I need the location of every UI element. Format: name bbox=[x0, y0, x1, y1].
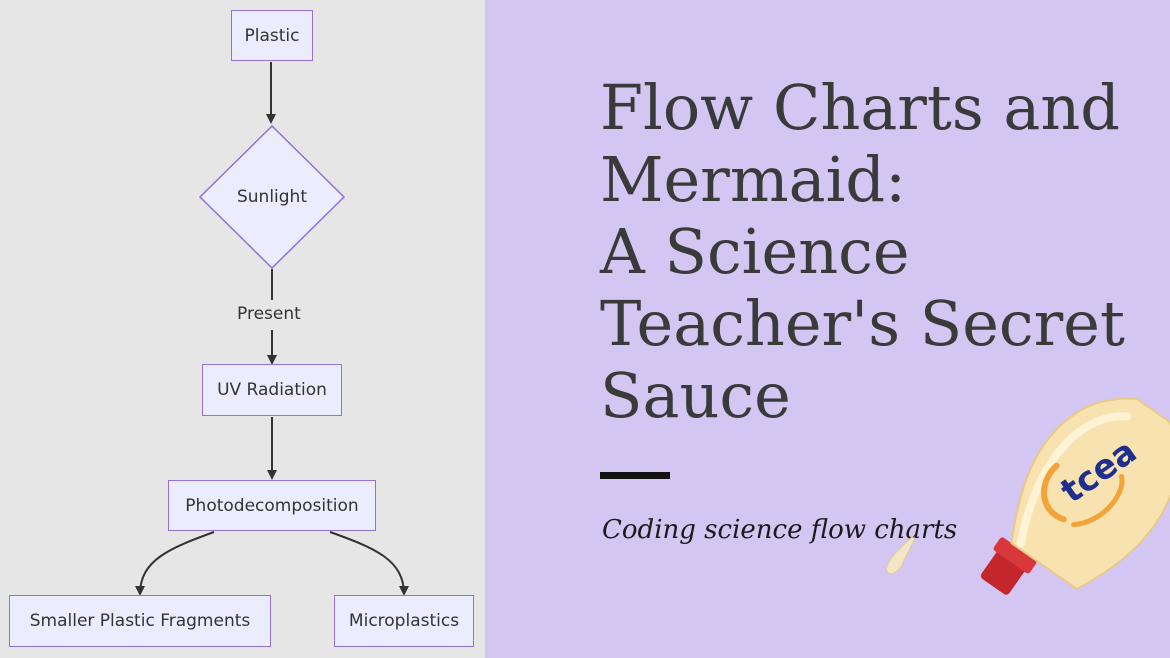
node-smaller-plastic-fragments: Smaller Plastic Fragments bbox=[9, 595, 271, 647]
sauce-bottle-logo: tcea bbox=[886, 397, 1170, 595]
node-microplastics: Microplastics bbox=[334, 595, 474, 647]
node-uv-radiation: UV Radiation bbox=[202, 364, 342, 416]
edge-photo-fragments bbox=[135, 531, 215, 596]
edge-photo-microplastics bbox=[329, 531, 409, 596]
title-line-3: A Science bbox=[600, 215, 910, 288]
title-divider bbox=[600, 472, 670, 479]
title-line-2: Mermaid: bbox=[600, 143, 906, 216]
node-sunlight-label: Sunlight bbox=[236, 187, 308, 207]
sunlight-decision-shape bbox=[198, 124, 346, 270]
node-photodecomposition: Photodecomposition bbox=[168, 480, 376, 531]
title-panel: Flow Charts and Mermaid: A Science Teach… bbox=[485, 0, 1170, 658]
flowchart-edges bbox=[135, 62, 409, 596]
page-title: Flow Charts and Mermaid: A Science Teach… bbox=[600, 72, 1125, 432]
node-plastic: Plastic bbox=[231, 10, 313, 61]
title-line-4: Teacher's Secret bbox=[600, 287, 1125, 360]
title-line-5: Sauce bbox=[600, 359, 791, 432]
edge-label-present: Present bbox=[235, 304, 303, 324]
title-line-1: Flow Charts and bbox=[600, 71, 1120, 144]
flowchart-panel: Plastic Sunlight Present UV Radiation Ph… bbox=[0, 0, 485, 658]
subtitle: Coding science flow charts bbox=[602, 515, 958, 545]
